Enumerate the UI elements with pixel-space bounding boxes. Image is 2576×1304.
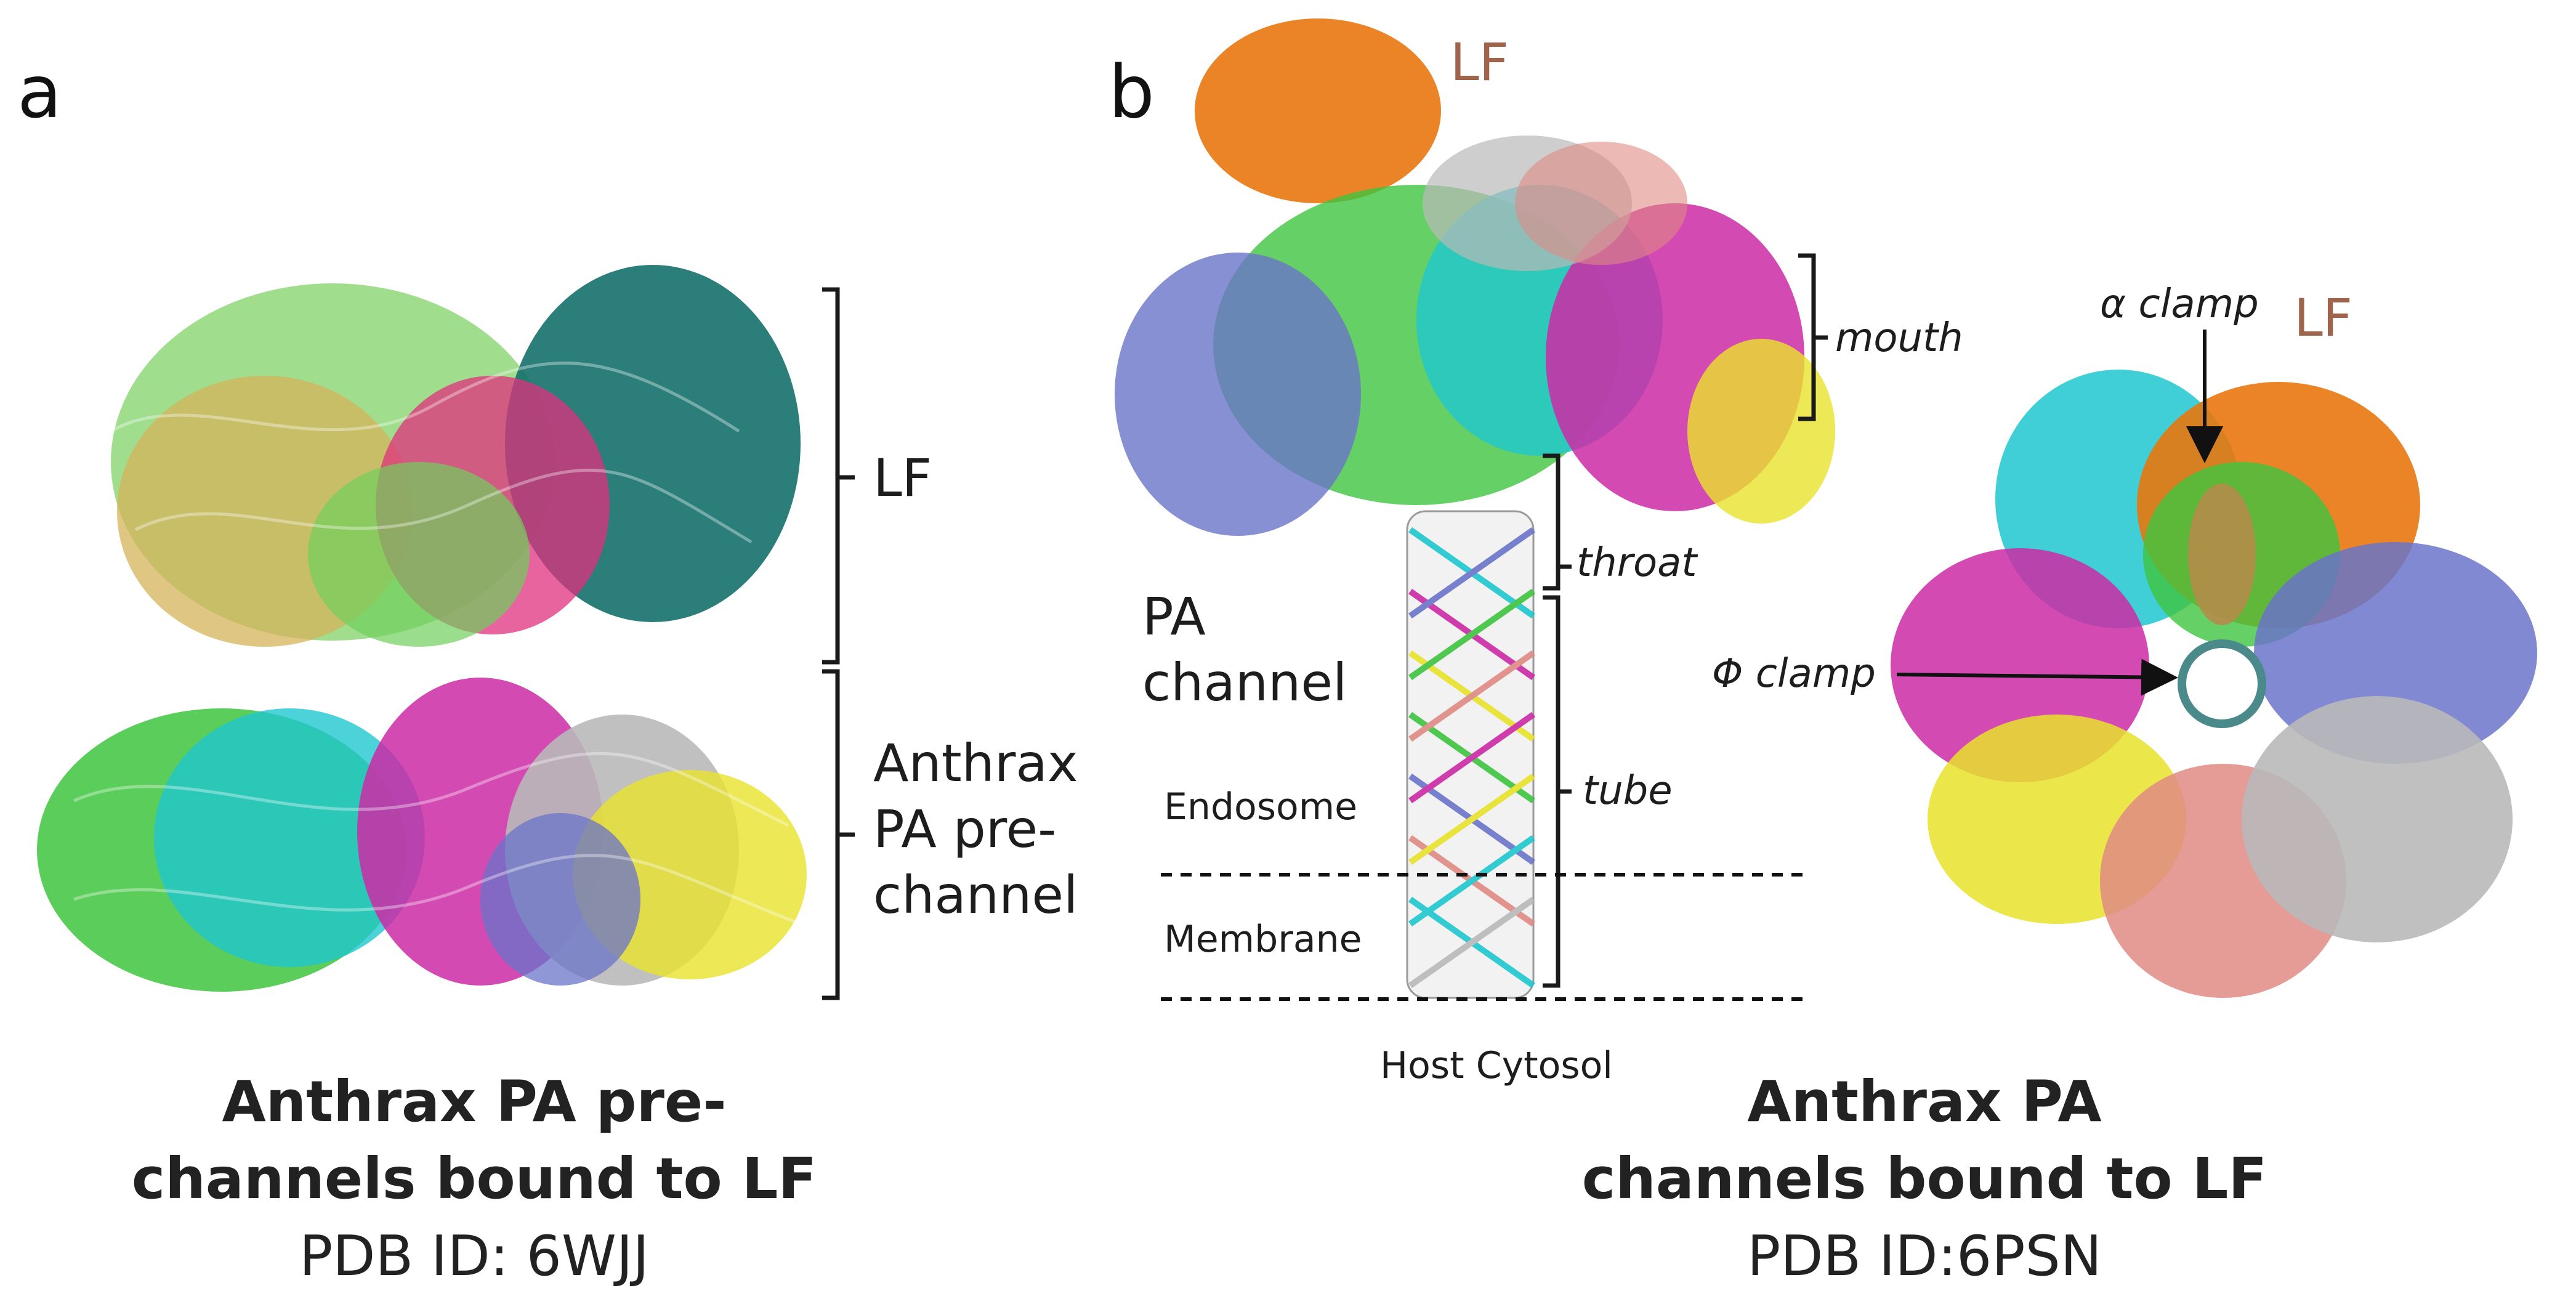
panel-b: b [1108, 18, 2537, 1289]
panel-b-host-cytosol-label: Host Cytosol [1380, 1044, 1613, 1087]
cap-slate-blue [1115, 253, 1361, 536]
panel-b-letter: b [1108, 49, 1155, 134]
panel-b-top-structure-illustration [1891, 370, 2537, 998]
tube-barrel [1406, 510, 1535, 999]
cap-salmon [1515, 142, 1687, 265]
panel-a-lf-label: LF [873, 448, 932, 508]
cap-yellow [1687, 339, 1835, 524]
panel-a: a LF [17, 49, 1078, 1289]
panel-b-side-structure-illustration [1115, 18, 1835, 999]
panel-b-phi-clamp-label: Φ clamp [1712, 651, 1876, 697]
phi-clamp-arrow [1896, 658, 2178, 696]
alpha-clamp-surface [2188, 484, 2256, 625]
panel-b-lf-right-label: LF [2294, 288, 2352, 348]
panel-b-pa-channel-line2: channel [1142, 652, 1347, 713]
top-grey [2242, 696, 2513, 942]
panel-b-mouth-label: mouth [1835, 315, 1963, 361]
side-lf-orange [1195, 18, 1441, 203]
panel-a-structure-illustration [37, 265, 807, 992]
panel-a-caption-pdb: PDB ID: 6WJJ [299, 1224, 649, 1289]
lf-lobe-green [308, 462, 530, 647]
panel-b-lf-top-label: LF [1450, 32, 1509, 92]
prechannel-slate-blue [480, 813, 640, 986]
panel-a-prechannel-label-line2: PA pre- [873, 799, 1056, 859]
bracket-lf [822, 287, 840, 665]
panel-b-caption-line1: Anthrax PA [1747, 1069, 2101, 1135]
panel-a-letter: a [17, 49, 62, 134]
panel-b-alpha-clamp-label: α clamp [2100, 281, 2259, 327]
bracket-prechannel [822, 669, 840, 1000]
prechannel-cyan [154, 708, 425, 967]
panel-a-caption-line2: channels bound to LF [132, 1146, 817, 1212]
panel-a-prechannel-label-line3: channel [873, 865, 1078, 925]
panel-b-pa-channel-line1: PA [1142, 586, 1206, 647]
panel-b-caption-pdb: PDB ID:6PSN [1747, 1224, 2102, 1289]
bracket-throat [1543, 453, 1561, 591]
panel-b-tube-label: tube [1583, 768, 1673, 814]
panel-b-throat-label: throat [1577, 540, 1698, 586]
phi-clamp-ring [2178, 639, 2266, 728]
panel-b-endosome-label: Endosome [1164, 785, 1357, 828]
panel-a-caption-line1: Anthrax PA pre- [222, 1069, 726, 1135]
bracket-tube [1543, 595, 1561, 988]
panel-a-prechannel-label-line1: Anthrax [873, 733, 1078, 793]
panel-b-membrane-label: Membrane [1164, 918, 1362, 961]
panel-b-caption-line2: channels bound to LF [1582, 1146, 2267, 1212]
